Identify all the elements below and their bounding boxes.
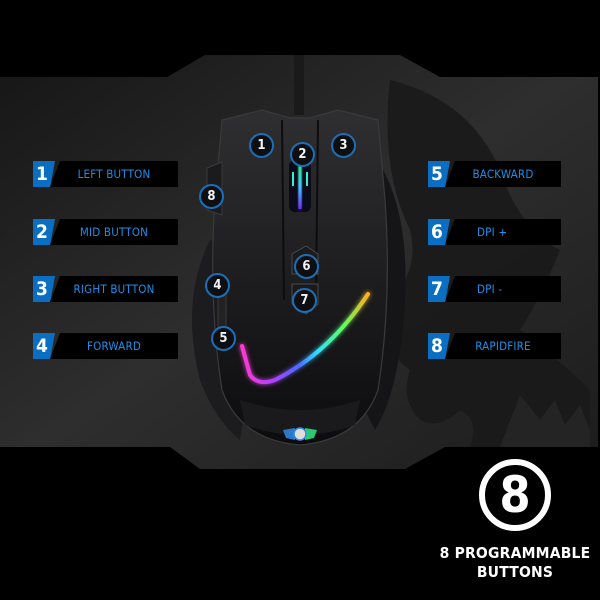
callout-badge-1: 1 xyxy=(249,133,274,158)
programmable-buttons-feature: 8 8 PROGRAMMABLE BUTTONS xyxy=(430,455,600,595)
caption-line-2: BUTTONS xyxy=(476,563,554,581)
label-number: 8 xyxy=(428,333,450,359)
label-text: MID BUTTON xyxy=(50,219,178,245)
callout-badge-3: 3 xyxy=(331,133,356,158)
label-text: BACKWARD xyxy=(445,161,561,187)
label-number: 4 xyxy=(33,333,55,359)
brand-logo xyxy=(283,427,317,441)
label-number: 1 xyxy=(33,161,55,187)
callout-badge-4: 4 xyxy=(205,273,230,298)
label-number: 6 xyxy=(428,219,450,245)
mouse-cable xyxy=(294,55,304,115)
label-rapidfire: 8 RAPIDFIRE xyxy=(428,333,561,359)
label-text: RAPIDFIRE xyxy=(445,333,561,359)
label-number: 7 xyxy=(428,276,450,302)
label-forward: 4 FORWARD xyxy=(33,333,178,359)
label-number: 2 xyxy=(33,219,55,245)
label-right-button: 3 RIGHT BUTTON xyxy=(33,276,178,302)
label-text: FORWARD xyxy=(50,333,178,359)
label-text: DPI - xyxy=(445,276,561,302)
caption-line-1: 8 PROGRAMMABLE xyxy=(439,544,591,562)
callout-badge-5: 5 xyxy=(211,326,236,351)
label-number: 3 xyxy=(33,276,55,302)
callout-badge-2: 2 xyxy=(290,142,315,167)
label-text: RIGHT BUTTON xyxy=(50,276,178,302)
label-backward: 5 BACKWARD xyxy=(428,161,561,187)
callout-badge-7: 7 xyxy=(292,288,317,313)
label-dpi-minus: 7 DPI - xyxy=(428,276,561,302)
label-text: DPI + xyxy=(445,219,561,245)
feature-caption: 8 PROGRAMMABLE BUTTONS xyxy=(430,544,600,582)
number-circle-icon: 8 xyxy=(479,459,551,531)
label-left-button: 1 LEFT BUTTON xyxy=(33,161,178,187)
callout-badge-8: 8 xyxy=(199,184,224,209)
label-mid-button: 2 MID BUTTON xyxy=(33,219,178,245)
label-number: 5 xyxy=(428,161,450,187)
label-dpi-plus: 6 DPI + xyxy=(428,219,561,245)
label-text: LEFT BUTTON xyxy=(50,161,178,187)
callout-badge-6: 6 xyxy=(294,254,319,279)
